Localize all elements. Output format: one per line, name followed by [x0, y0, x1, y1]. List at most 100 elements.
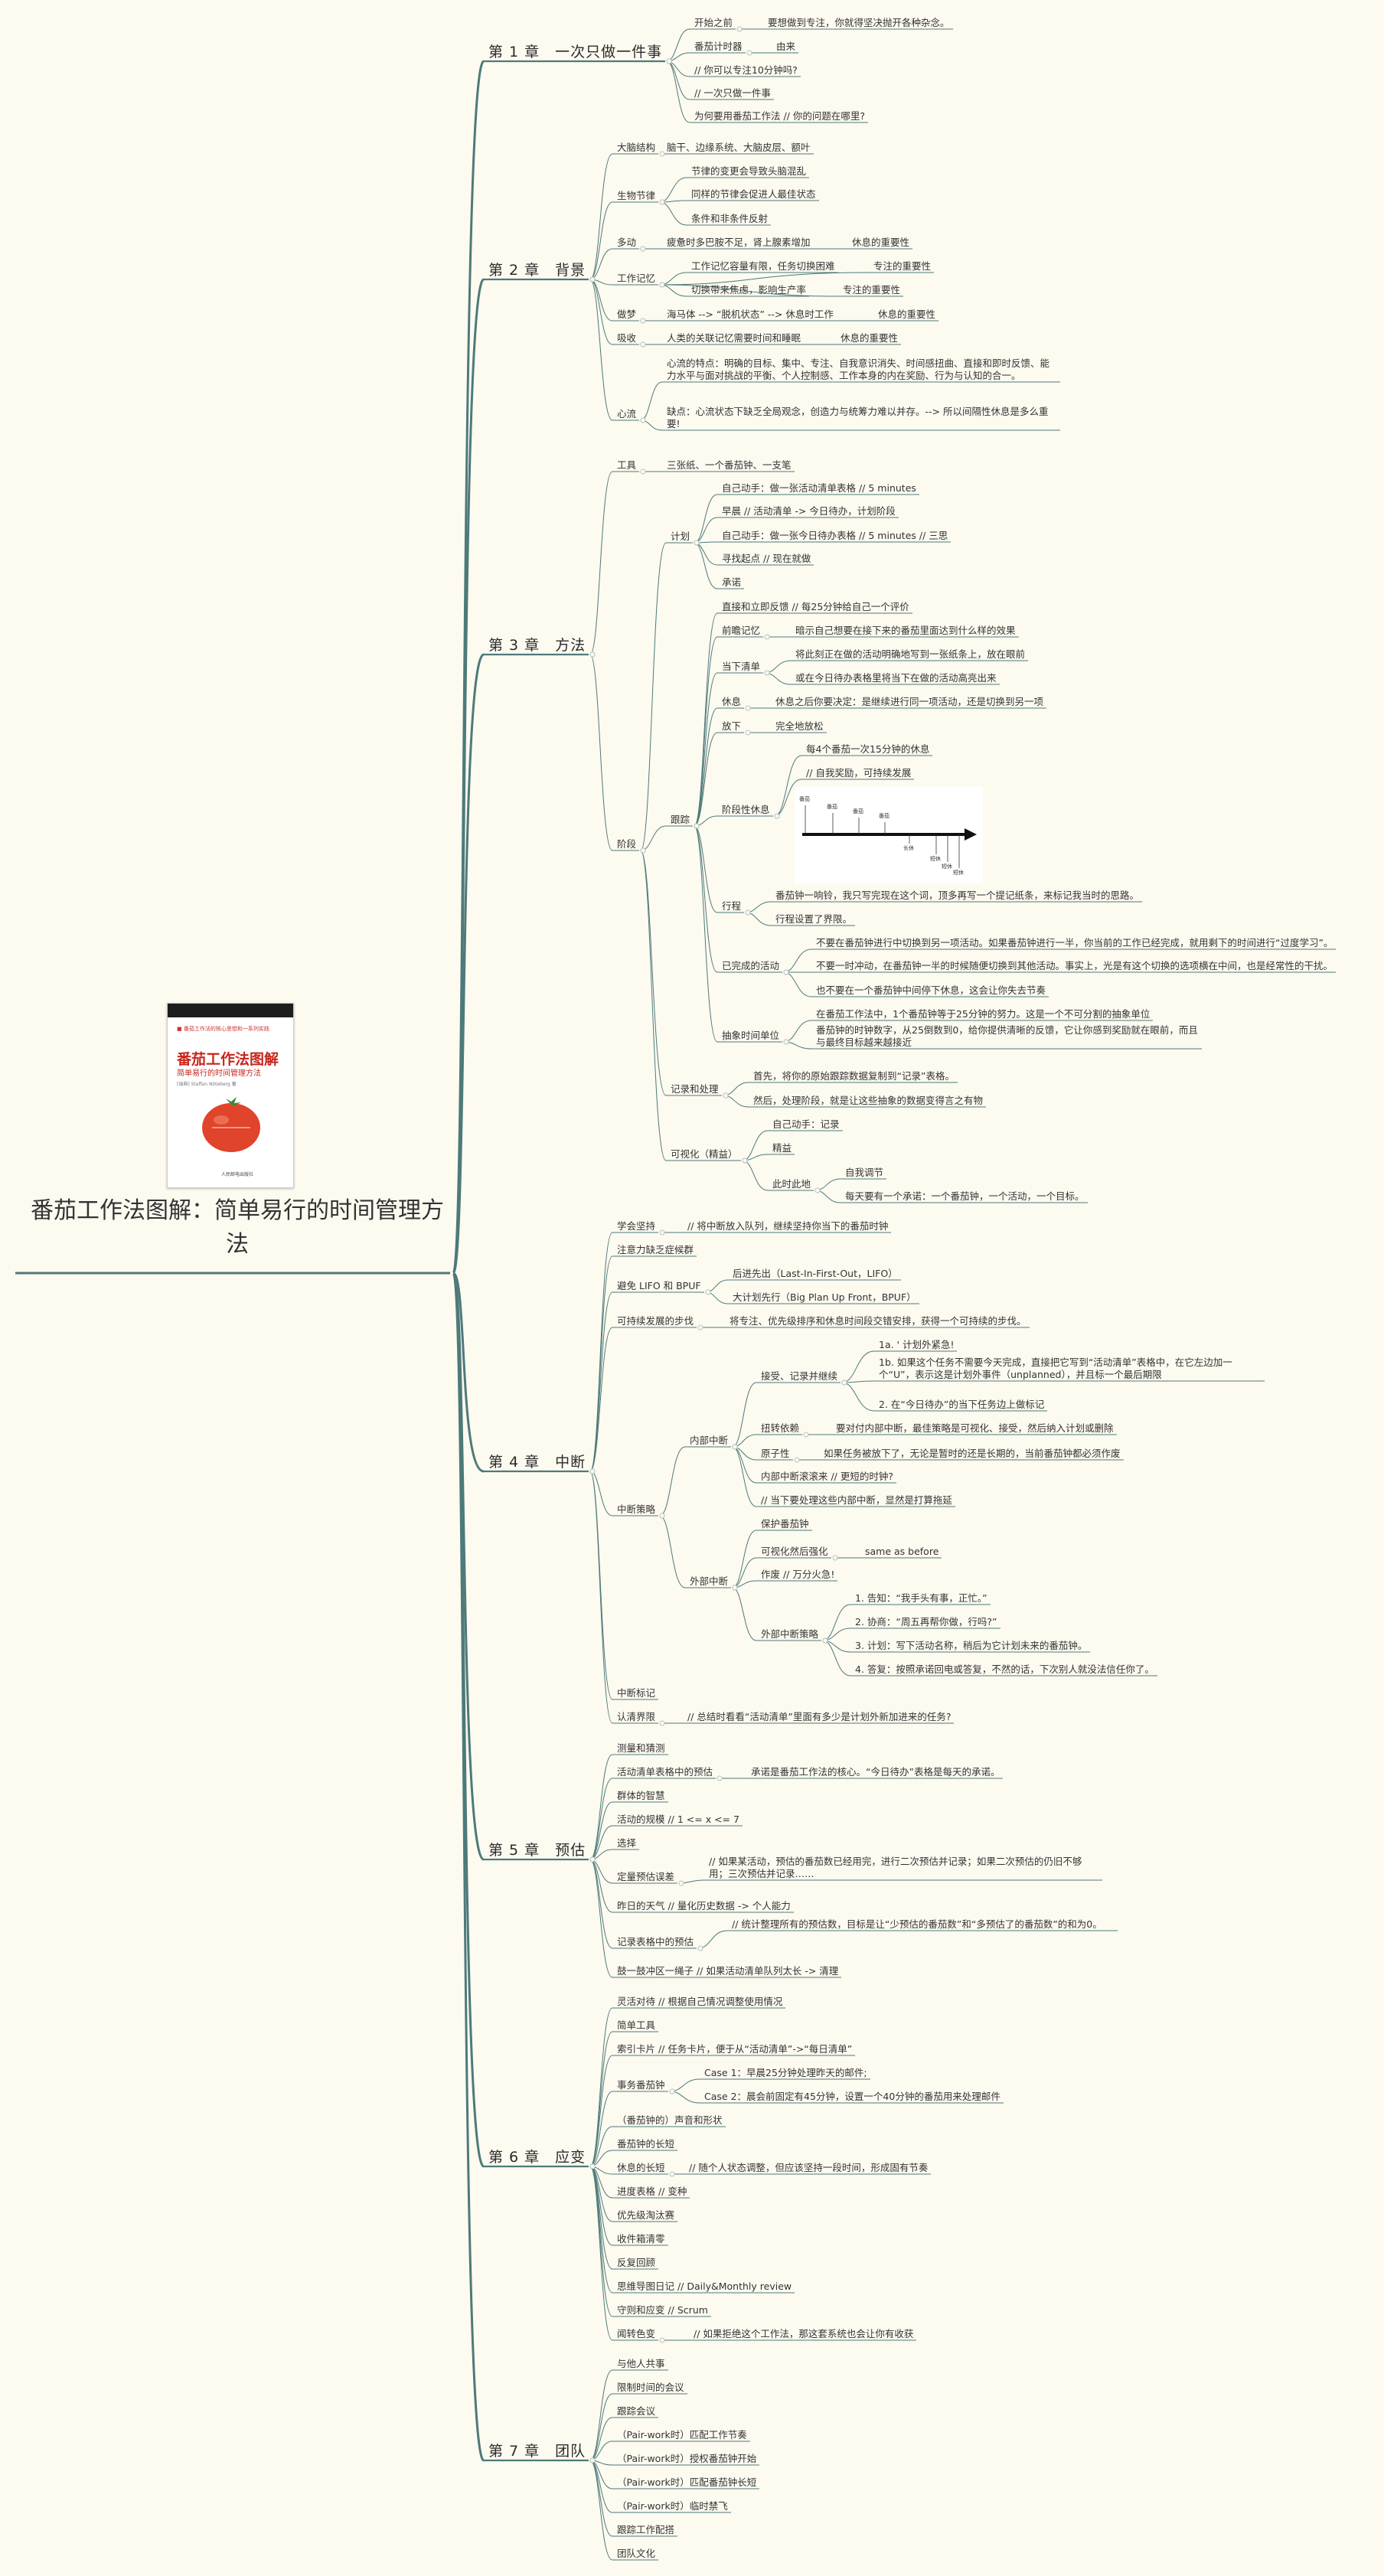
topic-node-c4e2d2[interactable]: 2. 协商：“周五再帮你做，行吗?” — [855, 1616, 997, 1628]
topic-node-c2g[interactable]: 心流 — [617, 408, 637, 420]
topic-node-c2f[interactable]: 吸收 — [617, 332, 637, 344]
topic-node-c1b[interactable]: 番茄计时器 — [694, 41, 743, 52]
topic-node-c3b2b[interactable]: 前瞻记忆 — [722, 625, 761, 636]
topic-node-c4f[interactable]: 中断标记 — [617, 1687, 656, 1699]
topic-node-c7g[interactable]: （Pair-work时）临时禁飞 — [617, 2500, 728, 2512]
topic-node-c2c2[interactable]: 休息的重要性 — [852, 237, 910, 248]
topic-node-c6h[interactable]: 进度表格 // 变种 — [617, 2186, 687, 2197]
topic-node-c4e1a3[interactable]: 2. 在“今日待办”的当下任务边上做标记 — [879, 1399, 1045, 1410]
topic-node-c3b4c[interactable]: 此时此地 — [772, 1178, 811, 1190]
topic-node-c4e2d[interactable]: 外部中断策略 — [761, 1628, 819, 1640]
topic-node-c2e1[interactable]: 海马体 --> “脱机状态” --> 休息时工作 — [667, 309, 834, 320]
topic-node-c3b3b[interactable]: 然后，处理阶段，就是让这些抽象的数据变得言之有物 — [753, 1095, 984, 1106]
topic-node-c5h1[interactable]: // 统计整理所有的预估数，目标是让“少预估的番茄数”和“多预估了的番茄数”的和… — [732, 1918, 1102, 1930]
topic-node-c3b2i1[interactable]: 在番茄工作法中，1个番茄钟等于25分钟的努力。这是一个不可分割的抽象单位 — [816, 1008, 1151, 1020]
topic-node-c3b4c1[interactable]: 自我调节 — [845, 1167, 884, 1178]
topic-node-c7i[interactable]: 团队文化 — [617, 2548, 656, 2559]
topic-node-c5f1[interactable]: // 如果某活动，预估的番茄数已经用完，进行二次预估并记录；如果二次预估的仍旧不… — [709, 1856, 1082, 1879]
topic-node-c3b2d1[interactable]: 休息之后你要决定：是继续进行同一项活动，还是切换到另一项 — [775, 696, 1044, 707]
topic-node-c2e[interactable]: 做梦 — [617, 309, 637, 320]
topic-node-c3a1[interactable]: 三张纸、一个番茄钟、一支笔 — [667, 459, 792, 471]
topic-node-c4e1c[interactable]: 原子性 — [761, 1448, 790, 1459]
topic-node-c3b2g[interactable]: 行程 — [722, 900, 742, 912]
topic-node-c2c[interactable]: 多动 — [617, 237, 637, 248]
topic-node-c4e1d[interactable]: 内部中断滚滚来 // 更短的时钟? — [761, 1471, 894, 1482]
chapter-node-c7[interactable]: 第 7 章 团队 — [488, 2443, 586, 2460]
topic-node-c3b2e1[interactable]: 完全地放松 — [775, 720, 824, 732]
topic-node-c6d1[interactable]: Case 1：早晨25分钟处理昨天的邮件; — [704, 2067, 867, 2078]
topic-node-c4e2[interactable]: 外部中断 — [690, 1575, 729, 1587]
topic-node-c3b2h2[interactable]: 不要一时冲动，在番茄钟一半的时候随便切换到其他活动。事实上，光是有这个切换的选项… — [816, 960, 1333, 971]
topic-node-c7d[interactable]: （Pair-work时）匹配工作节奏 — [617, 2429, 747, 2441]
topic-node-c2g1[interactable]: 心流的特点：明确的目标、集中、专注、自我意识消失、时间感扭曲、直接和即时反馈、能… — [667, 358, 1050, 381]
topic-node-c4e1b1[interactable]: 要对付内部中断，最佳策略是可视化、接受，然后纳入计划或删除 — [836, 1422, 1114, 1434]
topic-node-c6g[interactable]: 休息的长短 — [617, 2162, 665, 2173]
topic-node-c6m[interactable]: 守则和应变 // Scrum — [617, 2304, 708, 2316]
topic-node-c2b[interactable]: 生物节律 — [617, 190, 656, 201]
topic-node-c3b1d[interactable]: 寻找起点 // 现在就做 — [722, 553, 811, 564]
topic-node-c4a1[interactable]: // 将中断放入队列，继续坚持你当下的番茄时钟 — [687, 1220, 889, 1232]
topic-node-c4a[interactable]: 学会坚持 — [617, 1220, 656, 1232]
topic-node-c3b[interactable]: 阶段 — [617, 838, 637, 850]
topic-node-c3b2c2[interactable]: 或在今日待办表格里将当下在做的活动高亮出来 — [795, 672, 997, 684]
topic-node-c4g[interactable]: 认清界限 — [617, 1711, 656, 1722]
topic-node-c1c[interactable]: // 你可以专注10分钟吗? — [694, 64, 798, 76]
topic-node-c5a[interactable]: 测量和猜测 — [617, 1742, 665, 1754]
chapter-node-c1[interactable]: 第 1 章 一次只做一件事 — [488, 44, 663, 60]
topic-node-c3b2f2[interactable]: // 自我奖励，可持续发展 — [806, 767, 912, 779]
topic-node-c4e2b1[interactable]: same as before — [865, 1546, 939, 1557]
topic-node-c4e1a2[interactable]: 1b. 如果这个任务不需要今天完成，直接把它写到“活动清单”表格中，在它左边加一… — [879, 1357, 1232, 1380]
topic-node-c4e1a[interactable]: 接受、记录并继续 — [761, 1370, 838, 1382]
chapter-node-c5[interactable]: 第 5 章 预估 — [488, 1842, 586, 1859]
topic-node-c2d[interactable]: 工作记忆 — [617, 273, 656, 284]
topic-node-c4c[interactable]: 避免 LIFO 和 BPUF — [617, 1280, 701, 1291]
topic-node-c3b2a[interactable]: 直接和立即反馈 // 每25分钟给自己一个评价 — [722, 601, 909, 612]
topic-node-c5h[interactable]: 记录表格中的预估 — [617, 1936, 694, 1948]
topic-node-c3b4[interactable]: 可视化（精益） — [671, 1148, 738, 1160]
topic-node-c3b4c2[interactable]: 每天要有一个承诺：一个番茄钟，一个活动，一个目标。 — [845, 1190, 1085, 1202]
topic-node-c1b1[interactable]: 由来 — [776, 41, 796, 52]
topic-node-c2f1[interactable]: 人类的关联记忆需要时间和睡眠 — [667, 332, 801, 344]
topic-node-c2a1[interactable]: 脑干、边缘系统、大脑皮层、额叶 — [667, 142, 811, 153]
topic-node-c2d1[interactable]: 工作记忆容量有限，任务切换困难 — [691, 260, 835, 272]
topic-node-c7a[interactable]: 与他人共事 — [617, 2358, 665, 2369]
topic-node-c6d[interactable]: 事务番茄钟 — [617, 2079, 665, 2091]
topic-node-c6e[interactable]: （番茄钟的）声音和形状 — [617, 2114, 723, 2126]
topic-node-c6i[interactable]: 优先级淘汰赛 — [617, 2209, 675, 2221]
topic-node-c3b1c[interactable]: 自己动手：做一张今日待办表格 // 5 minutes // 三思 — [722, 530, 948, 541]
topic-node-c2f2[interactable]: 休息的重要性 — [841, 332, 899, 344]
chapter-node-c3[interactable]: 第 3 章 方法 — [488, 637, 586, 654]
topic-node-c3b1a[interactable]: 自己动手：做一张活动清单表格 // 5 minutes — [722, 482, 916, 494]
topic-node-c4e2c[interactable]: 作废 // 万分火急! — [761, 1569, 835, 1580]
topic-node-c3b3a[interactable]: 首先，将你的原始跟踪数据复制到“记录”表格。 — [753, 1070, 955, 1082]
topic-node-c6n1[interactable]: // 如果拒绝这个工作法，那这套系统也会让你有收获 — [694, 2328, 914, 2339]
topic-node-c1a1[interactable]: 要想做到专注，你就得坚决抛开各种杂念。 — [768, 17, 950, 28]
topic-node-c2d3[interactable]: 切换带来焦虑，影响生产率 — [691, 284, 807, 295]
topic-node-c2b3[interactable]: 条件和非条件反射 — [691, 213, 769, 224]
topic-node-c6l[interactable]: 思维导图日记 // Daily&Monthly review — [617, 2281, 792, 2292]
topic-node-c5b1[interactable]: 承诺是番茄工作法的核心。“今日待办”表格是每天的承诺。 — [751, 1766, 1000, 1778]
topic-node-c2e2[interactable]: 休息的重要性 — [878, 309, 936, 320]
topic-node-c1e[interactable]: 为何要用番茄工作法 // 你的问题在哪里? — [694, 110, 866, 122]
topic-node-c2g2[interactable]: 缺点：心流状态下缺乏全局观念，创造力与统筹力难以并存。--> 所以间隔性休息是多… — [667, 406, 1049, 429]
topic-node-c6f[interactable]: 番茄钟的长短 — [617, 2138, 675, 2150]
topic-node-c4e2a[interactable]: 保护番茄钟 — [761, 1518, 809, 1530]
topic-node-c6d2[interactable]: Case 2：晨会前固定有45分钟，设置一个40分钟的番茄用来处理邮件 — [704, 2091, 1000, 2102]
topic-node-c3b1[interactable]: 计划 — [671, 531, 690, 542]
topic-node-c1a[interactable]: 开始之前 — [694, 17, 733, 28]
topic-node-c3b2b1[interactable]: 暗示自己想要在接下来的番茄里面达到什么样的效果 — [795, 625, 1016, 636]
topic-node-c6k[interactable]: 反复回顾 — [617, 2257, 656, 2268]
topic-node-c7f[interactable]: （Pair-work时）匹配番茄钟长短 — [617, 2476, 757, 2488]
topic-node-c3b2h[interactable]: 已完成的活动 — [722, 960, 780, 971]
topic-node-c3b2c[interactable]: 当下清单 — [722, 661, 761, 672]
topic-node-c5g[interactable]: 昨日的天气 // 量化历史数据 -> 个人能力 — [617, 1900, 791, 1912]
topic-node-c4e2d1[interactable]: 1. 告知：“我手头有事，正忙。” — [855, 1592, 987, 1604]
topic-node-c6b[interactable]: 简单工具 — [617, 2019, 656, 2031]
topic-node-c3b2h1[interactable]: 不要在番茄钟进行中切换到另一项活动。如果番茄钟进行一半，你当前的工作已经完成，就… — [816, 937, 1333, 948]
topic-node-c4b[interactable]: 注意力缺乏症候群 — [617, 1244, 694, 1255]
topic-node-c4d1[interactable]: 将专注、优先级排序和休息时间段交错安排，获得一个可持续的步伐。 — [730, 1315, 1027, 1327]
topic-node-c3b2c1[interactable]: 将此刻正在做的活动明确地写到一张纸条上，放在眼前 — [795, 648, 1026, 660]
topic-node-c3b2e[interactable]: 放下 — [722, 720, 742, 732]
topic-node-c4e2b[interactable]: 可视化然后强化 — [761, 1546, 828, 1557]
topic-node-c2c1[interactable]: 疲惫时多巴胺不足，肾上腺素增加 — [667, 237, 811, 248]
